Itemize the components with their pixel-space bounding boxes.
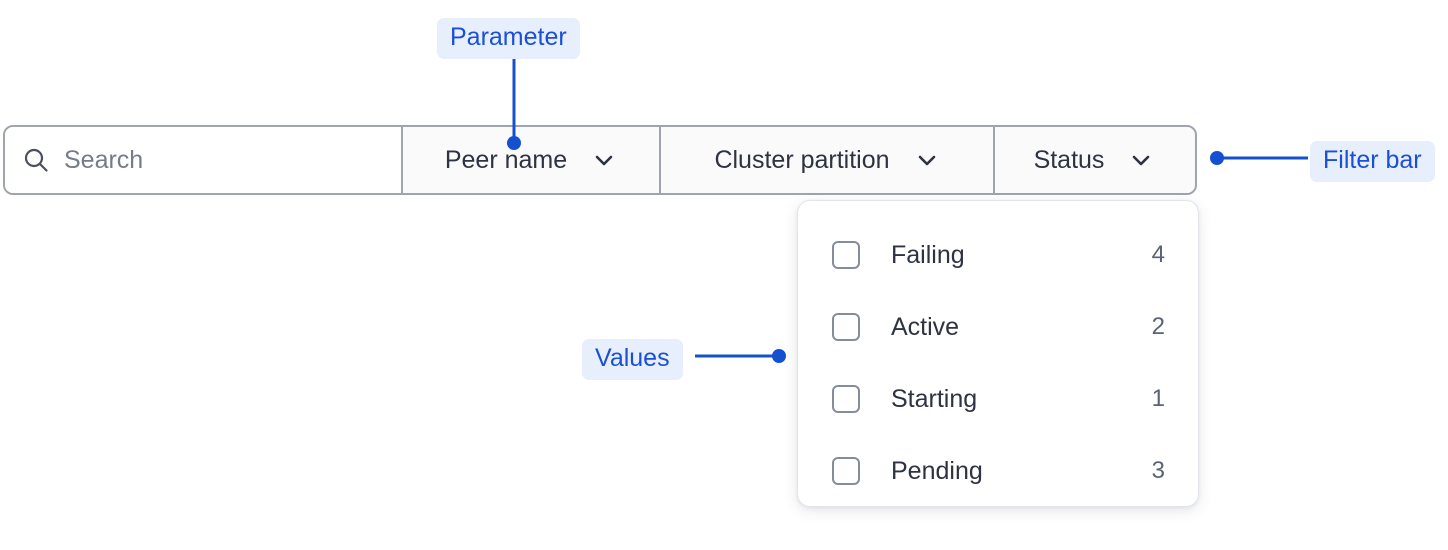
annotation-filter-bar: Filter bar — [1310, 141, 1435, 182]
checkbox-pending[interactable] — [832, 457, 860, 485]
cluster-partition-filter-label: Cluster partition — [714, 145, 890, 174]
checkbox-starting[interactable] — [832, 385, 860, 413]
option-count: 4 — [1151, 241, 1165, 268]
option-label: Starting — [891, 384, 978, 413]
chevron-down-icon — [1128, 147, 1154, 173]
option-count: 2 — [1151, 313, 1165, 340]
chevron-down-icon — [914, 147, 940, 173]
search-icon — [22, 146, 50, 174]
search-field[interactable] — [5, 127, 403, 193]
dropdown-options[interactable]: Failing 4 Active 2 Starting 1 Pending 3 — [797, 200, 1199, 507]
annotation-parameter: Parameter — [437, 18, 580, 59]
option-row[interactable]: Starting 1 — [832, 363, 1165, 435]
chevron-down-icon — [591, 147, 617, 173]
annotation-values: Values — [582, 339, 683, 380]
checkbox-failing[interactable] — [832, 241, 860, 269]
option-label: Failing — [891, 240, 965, 269]
status-filter-label: Status — [1033, 145, 1105, 174]
checkbox-active[interactable] — [832, 313, 860, 341]
cluster-partition-filter[interactable]: Cluster partition — [661, 127, 995, 193]
option-label: Active — [891, 312, 960, 341]
option-label: Pending — [891, 456, 983, 485]
option-count: 1 — [1151, 385, 1165, 412]
peer-name-filter-label: Peer name — [444, 145, 568, 174]
option-row[interactable]: Failing 4 — [832, 219, 1165, 291]
peer-name-filter[interactable]: Peer name — [403, 127, 661, 193]
option-count: 3 — [1151, 457, 1165, 484]
status-filter[interactable]: Status — [995, 127, 1193, 193]
search-input[interactable] — [64, 145, 384, 175]
option-row[interactable]: Active 2 — [832, 291, 1165, 363]
option-row[interactable]: Pending 3 — [832, 435, 1165, 507]
filter-bar[interactable]: Peer name Cluster partition Status — [3, 125, 1197, 195]
